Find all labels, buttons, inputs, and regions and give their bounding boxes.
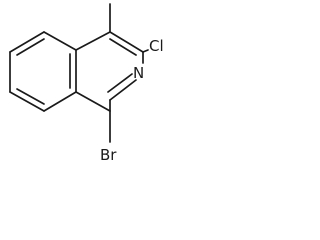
bond-c3-cl — [142, 49, 149, 53]
structure-canvas: Cl N Br — [0, 0, 188, 172]
bond-c5-c6 — [9, 31, 45, 53]
bond-c7-c8-inner — [16, 88, 45, 105]
bond-c5-c6-inner — [16, 38, 45, 56]
bromine-atom-label: Br — [100, 146, 117, 164]
bond-c1-c8a — [75, 91, 111, 112]
bond-c4-c3-inner — [109, 38, 137, 56]
bond-c7-c8 — [9, 91, 45, 112]
bond-c4a-c5 — [43, 31, 77, 51]
bond-n-c1 — [109, 79, 137, 101]
bond-n-c1-inner — [107, 73, 133, 93]
bond-c4a-c4 — [75, 31, 111, 51]
nitrogen-atom-label: N — [133, 64, 144, 82]
skeletal-formula: Cl N Br — [9, 3, 164, 164]
bond-c4-c3 — [109, 31, 144, 53]
bond-c8-c8a — [43, 91, 77, 112]
chlorine-atom-label: Cl — [149, 37, 164, 55]
